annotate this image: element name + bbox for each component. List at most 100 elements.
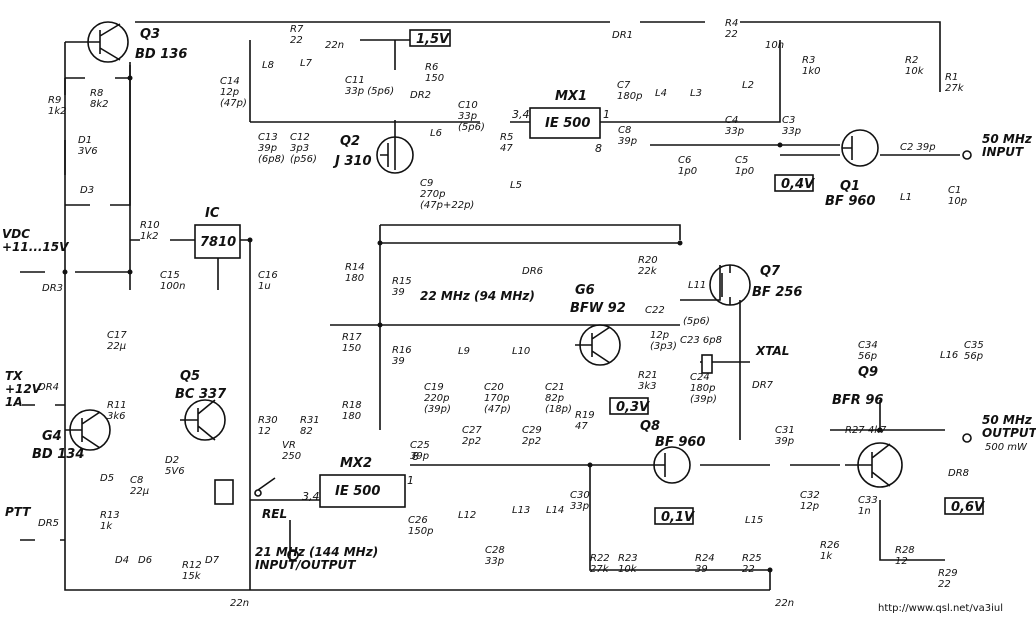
q9-emitter-voltage: 0,6V (951, 500, 985, 515)
q5-type: BC 337 (175, 387, 227, 402)
l6-label: L6 (430, 128, 442, 139)
r26-label: R26 1k (820, 540, 840, 562)
l13-label: L13 (512, 505, 531, 516)
ic-label: IC (205, 206, 220, 221)
c27-label: C27 2p2 (462, 425, 482, 447)
r21-label: R21 3k3 (638, 370, 658, 392)
l1-label: L1 (900, 192, 912, 203)
transistor-q2: Q2 J 310 (332, 134, 414, 174)
q7-label: Q7 (760, 264, 781, 279)
c22-label: C22 (645, 305, 665, 316)
r12-label: R12 15k (182, 560, 202, 582)
rf-input-connector (962, 150, 972, 160)
d6-label: D6 (138, 555, 153, 566)
mx2-pin-out: 1 (407, 474, 414, 487)
r22-label: R22 27k (590, 553, 610, 575)
r31-label: R31 82 (300, 415, 320, 437)
c29-label: C29 2p2 (522, 425, 542, 447)
l8-label: L8 (262, 60, 274, 71)
c22n-top-label: 22n (325, 40, 345, 51)
l5-label: L5 (510, 180, 522, 191)
c34-label: C34 56p (858, 340, 878, 362)
rf-input-label: 50 MHz INPUT (982, 132, 1032, 159)
d5-label: D5 (100, 473, 115, 484)
c22n-bottom2-label: 22n (775, 598, 795, 609)
d4-label: D4 (115, 555, 130, 566)
transistor-q8: Q8 BF 960 (640, 419, 705, 484)
r27-label: R27 4k7 (845, 425, 887, 436)
mx2-mixer: IE 500 MX2 3,4 1 8 (302, 450, 419, 508)
mx1-label: MX1 (555, 89, 587, 104)
c35-label: C35 56p (964, 340, 984, 362)
relay (214, 477, 276, 505)
ic-chip-label: 7810 (200, 235, 236, 250)
dr4-label: DR4 (38, 382, 60, 393)
c31-label: C31 39p (775, 425, 795, 447)
mx2-label: MX2 (340, 456, 372, 471)
if-connector (287, 549, 299, 561)
r15-label: R15 39 (392, 276, 412, 298)
rf-output-power: 500 mW (985, 442, 1027, 453)
c16-label: C16 1u (258, 270, 278, 292)
r6-label: R6 150 (425, 62, 445, 84)
c22-value: 12p (3p3) (650, 330, 677, 352)
q9-label: Q9 (858, 365, 878, 380)
r29-label: R29 22 (938, 568, 958, 590)
c15-label: C15 100n (160, 270, 186, 292)
q9-type: BFR 96 (832, 393, 883, 408)
c8b-label: C8 22µ (130, 475, 150, 497)
if-port-label: 21 MHz (144 MHz) INPUT/OUTPUT (255, 545, 379, 572)
c21-label: C21 82p (18p) (545, 382, 572, 415)
dr7-label: DR7 (752, 380, 774, 391)
c24-label: C24 180p (39p) (690, 372, 717, 405)
rf-output-label: 50 MHz OUTPUT (982, 413, 1036, 440)
rf-output-connector (962, 433, 972, 443)
r8-label: R8 8k2 (90, 88, 109, 110)
c11-label: C11 33p (5p6) (345, 75, 395, 97)
mx2-pin-in: 3,4 (302, 490, 320, 503)
q7-type: BF 256 (752, 285, 802, 300)
vr-label: VR 250 (282, 440, 302, 462)
c12-label: C12 3p3 (p56) (290, 132, 317, 165)
mx1-pin-8: 8 (595, 142, 602, 155)
l10-label: L10 (512, 346, 531, 357)
d3-label: D3 (80, 185, 95, 196)
mx1-mixer: IE 500 MX1 3,4 1 8 (512, 89, 610, 155)
c7-label: C7 180p (617, 80, 643, 102)
dr5-label: DR5 (38, 518, 60, 529)
r19-label: R19 47 (575, 410, 595, 432)
voltage-boxes: 0,4V 1,5V 0,3V 0,1V 0,6V (409, 29, 985, 525)
l14-label: L14 (546, 505, 565, 516)
c33-label: C33 1n (858, 495, 878, 517)
dr1-label: DR1 (612, 30, 634, 41)
l2-label: L2 (742, 80, 754, 91)
q2-drain-voltage: 1,5V (416, 32, 450, 47)
regulator-ic: 7810 IC (194, 206, 241, 259)
q1-type: BF 960 (825, 194, 875, 209)
l11-label: L11 (688, 280, 707, 291)
r13-label: R13 1k (100, 510, 120, 532)
footer-url[interactable]: http://www.qsl.net/va3iul (878, 603, 1004, 614)
r17-label: R17 150 (342, 332, 362, 354)
dr3-label: DR3 (42, 283, 64, 294)
rel-label: REL (262, 507, 288, 521)
c10-label: C10 33p (5p6) (458, 100, 485, 133)
mx1-pin-out: 1 (603, 108, 610, 121)
mx1-chip-label: IE 500 (545, 116, 590, 131)
ptt-label: PTT (5, 505, 31, 519)
c28-label: C28 33p (485, 545, 505, 567)
q4-type: BD 134 (32, 447, 84, 462)
r5-label: R5 47 (500, 132, 514, 154)
c1-label: C1 10p (948, 185, 968, 207)
r25-label: R25 22 (742, 553, 762, 575)
c20-label: C20 170p (47p) (484, 382, 511, 415)
r9-label: R9 1k2 (48, 95, 67, 117)
l12-label: L12 (458, 510, 477, 521)
q8-gate-voltage: 0,1V (661, 510, 695, 525)
r11-label: R11 3k6 (107, 400, 127, 422)
c30-label: C30 33p (570, 490, 590, 512)
transistor-q5: Q5 BC 337 (175, 369, 227, 441)
q8-label: Q8 (640, 419, 660, 434)
q1-gate-voltage: 0,4V (781, 177, 815, 192)
